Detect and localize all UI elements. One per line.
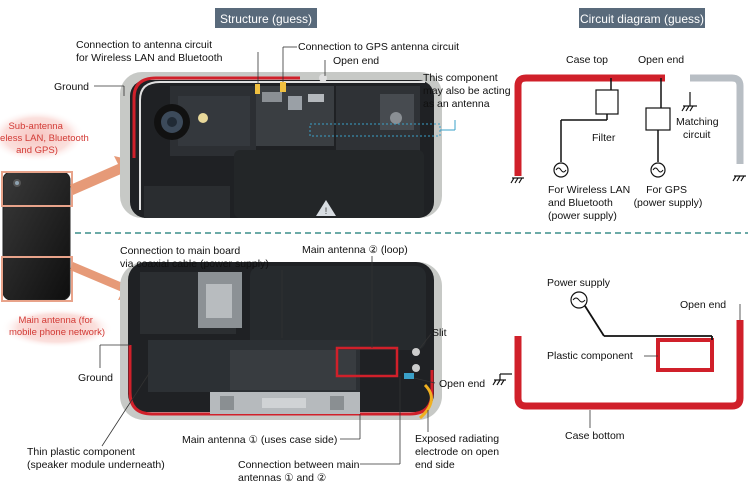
gps-supply-label: For GPS (power supply) xyxy=(634,184,703,209)
structure-title: Structure (guess) xyxy=(220,12,312,26)
circuit-header: Circuit diagram (guess) xyxy=(579,8,705,28)
main-antenna-1-label: Main antenna ① (uses case side) xyxy=(182,434,337,446)
ground-symbol-icon xyxy=(492,373,512,386)
case-top-label: Case top xyxy=(566,54,608,66)
bottom-structure-labels: Connection to main board via coaxial cab… xyxy=(27,244,502,484)
circuit-title: Circuit diagram (guess) xyxy=(580,12,704,26)
ground-symbol-icon xyxy=(510,177,524,184)
bottom-ground-label: Ground xyxy=(78,372,113,384)
conn-gps-label: Connection to GPS antenna circuit xyxy=(298,41,459,53)
thin-plastic-label: Thin plastic component (speaker module u… xyxy=(27,446,165,471)
conn-antenna-label: Connection to antenna circuit for Wirele… xyxy=(76,39,223,64)
ground-symbol-icon xyxy=(732,175,746,182)
ground-symbol-icon xyxy=(681,92,697,112)
matching-box xyxy=(645,107,671,131)
filter-box xyxy=(595,89,619,115)
svg-text:!: ! xyxy=(325,206,328,216)
main-antenna-glow xyxy=(1,308,113,348)
exposed-electrode-label: Exposed radiating electrode on open end … xyxy=(415,433,502,471)
top-ground-label: Ground xyxy=(54,81,89,93)
wlan-supply-label: For Wireless LAN and Bluetooth (power su… xyxy=(548,184,633,222)
case-top-trace xyxy=(514,74,665,176)
slit-label: Slit xyxy=(432,327,447,339)
power-supply-label: Power supply xyxy=(547,277,611,289)
sub-antenna-label: Sub-antenna (Wireless LAN, Bluetooth and… xyxy=(0,121,91,156)
top-sub-antenna-trace xyxy=(132,76,300,158)
plastic-component-label: Plastic component xyxy=(547,350,633,362)
loop-antenna-box xyxy=(335,346,399,378)
case-bottom-label: Case bottom xyxy=(565,430,625,442)
filter-label: Filter xyxy=(592,132,616,144)
main-antenna-highlight xyxy=(1,256,73,302)
bottom-circuit xyxy=(492,291,744,410)
phone-back xyxy=(1,171,73,302)
circuit-open-end-label: Open end xyxy=(638,54,684,66)
structure-header: Structure (guess) xyxy=(215,8,317,28)
top-phone-photo: ! xyxy=(120,72,456,218)
matching-label: Matching circuit xyxy=(676,116,722,141)
bottom-circuit-labels: Power supply Open end Plastic component … xyxy=(547,277,741,442)
case-bottom-trace xyxy=(514,320,744,410)
flash-icon xyxy=(198,113,208,123)
sub-antenna-glow xyxy=(0,110,85,162)
bottom-phone-photo xyxy=(120,262,442,420)
component-note: This component may also be acting as an … xyxy=(423,72,513,110)
case-gray-trace xyxy=(690,74,744,164)
conn-main-label: Connection to main board via coaxial cab… xyxy=(120,245,269,270)
plastic-component-box xyxy=(656,338,714,372)
top-circuit-labels: Case top Open end Filter Matching circui… xyxy=(548,54,722,222)
main-antenna-2-label: Main antenna ② (loop) xyxy=(302,244,408,256)
top-open-end-label: Open end xyxy=(333,55,379,67)
main-antenna-label: Main antenna (for mobile phone network) xyxy=(9,315,105,338)
top-structure-labels: Connection to antenna circuit for Wirele… xyxy=(54,39,513,110)
bottom-open-end-label: Open end xyxy=(439,378,485,390)
top-circuit xyxy=(510,74,746,184)
bottom-open-end-circuit-label: Open end xyxy=(680,299,726,311)
conn-between-label: Connection between main antennas ① and ② xyxy=(238,459,362,484)
